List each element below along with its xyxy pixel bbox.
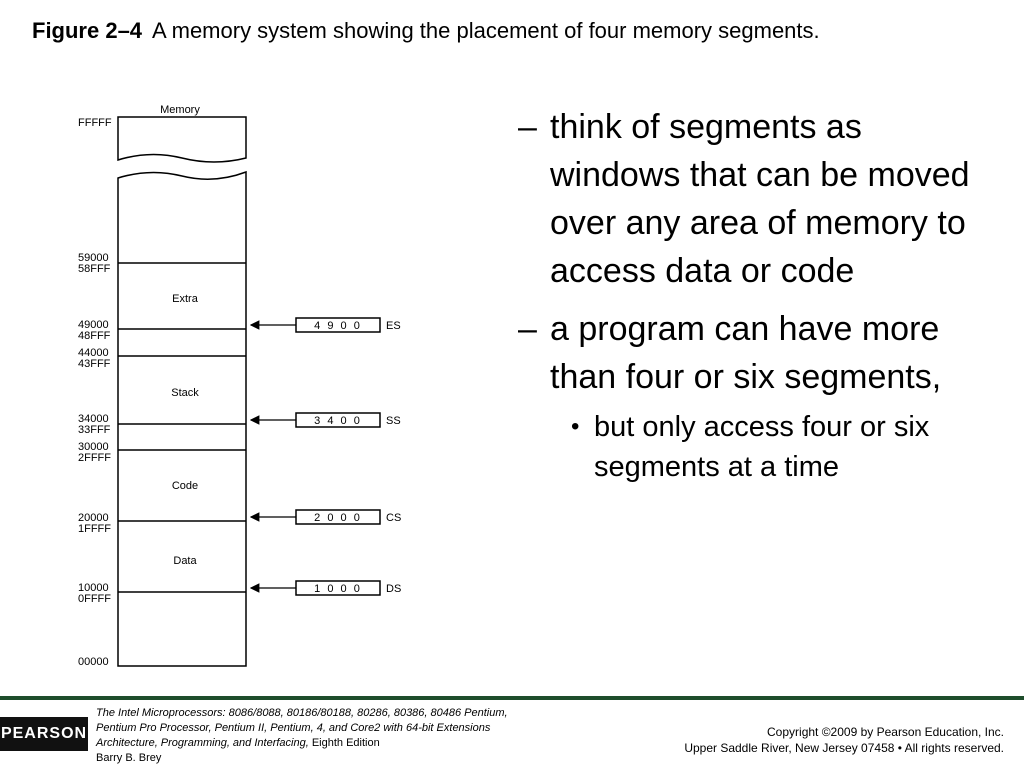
register-name-ds: DS bbox=[386, 583, 401, 595]
book-credits: The Intel Microprocessors: 8086/8088, 80… bbox=[96, 706, 508, 766]
slide-title: Figure 2–4 A memory system showing the pl… bbox=[32, 18, 820, 44]
dot-marker: • bbox=[571, 413, 580, 440]
bullet-text: a program can have more than four or six… bbox=[550, 310, 942, 396]
dash-marker: – bbox=[518, 310, 537, 348]
bullet-item: – think of segments as windows that can … bbox=[514, 103, 994, 295]
address-label: 49000 bbox=[78, 319, 109, 331]
book-edition-title: Architecture, Programming, and Interfaci… bbox=[96, 737, 309, 749]
dash-marker: – bbox=[518, 108, 537, 146]
register-value-ss: 3 4 0 0 bbox=[314, 415, 362, 427]
segment-label-data: Data bbox=[173, 555, 197, 567]
register-box-cs bbox=[295, 509, 381, 525]
bullet-text: think of segments as windows that can be… bbox=[550, 108, 970, 290]
register-box-ds bbox=[295, 580, 381, 596]
address-top: FFFFF bbox=[78, 117, 112, 129]
register-box-es bbox=[295, 317, 381, 333]
sub-bullet-item: • but only access four or six segments a… bbox=[514, 407, 994, 487]
register-value-ds: 1 0 0 0 bbox=[314, 583, 362, 595]
publisher-logo: PEARSON bbox=[0, 717, 88, 751]
book-title: The Intel Microprocessors: bbox=[96, 707, 226, 719]
register-name-ss: SS bbox=[386, 415, 401, 427]
copyright-notice: Copyright ©2009 by Pearson Education, In… bbox=[684, 724, 1004, 756]
footer-divider bbox=[0, 696, 1024, 700]
bullet-item: – a program can have more than four or s… bbox=[514, 305, 994, 401]
register-box-ss bbox=[295, 412, 381, 428]
address-label: 33FFF bbox=[78, 424, 111, 436]
register-value-cs: 2 0 0 0 bbox=[314, 512, 362, 524]
bullet-list: – think of segments as windows that can … bbox=[514, 103, 994, 487]
address-label: 44000 bbox=[78, 347, 109, 359]
address-label: 10000 bbox=[78, 582, 109, 594]
address-label: 1FFFF bbox=[78, 523, 111, 535]
address-label: 30000 bbox=[78, 441, 109, 453]
address-label: 48FFF bbox=[78, 330, 111, 342]
register-name-es: ES bbox=[386, 320, 401, 332]
book-subtitle: Pentium Pro Processor, Pentium II, Penti… bbox=[96, 722, 491, 734]
address-label: 58FFF bbox=[78, 263, 111, 275]
memory-label: Memory bbox=[160, 104, 200, 116]
memory-top-block bbox=[117, 116, 247, 163]
copyright-line: Copyright ©2009 by Pearson Education, In… bbox=[767, 725, 1004, 739]
address-label: 34000 bbox=[78, 413, 109, 425]
memory-map-diagram: Memory FFFFF 00000 59000 58FFF 49000 48F… bbox=[78, 104, 401, 668]
segment-label-code: Code bbox=[172, 480, 198, 492]
address-label: 59000 bbox=[78, 252, 109, 264]
sub-bullet-text: but only access four or six segments at … bbox=[594, 411, 930, 483]
segment-label-stack: Stack bbox=[171, 387, 199, 399]
address-label: 43FFF bbox=[78, 358, 111, 370]
memory-main-column bbox=[117, 170, 247, 667]
address-label: 2FFFF bbox=[78, 452, 111, 464]
address-bottom: 00000 bbox=[78, 656, 109, 668]
book-author: Barry B. Brey bbox=[96, 752, 162, 764]
address-label: 0FFFF bbox=[78, 593, 111, 605]
book-edition: Eighth Edition bbox=[311, 737, 380, 749]
figure-label: Figure 2–4 bbox=[32, 18, 143, 43]
segment-label-extra: Extra bbox=[172, 293, 199, 305]
register-name-cs: CS bbox=[386, 512, 401, 524]
address-line: Upper Saddle River, New Jersey 07458 • A… bbox=[684, 741, 1004, 755]
figure-caption: A memory system showing the placement of… bbox=[152, 18, 820, 43]
address-label: 20000 bbox=[78, 512, 109, 524]
register-value-es: 4 9 0 0 bbox=[314, 320, 362, 332]
book-title-rest: 8086/8088, 80186/80188, 80286, 80386, 80… bbox=[228, 707, 508, 719]
